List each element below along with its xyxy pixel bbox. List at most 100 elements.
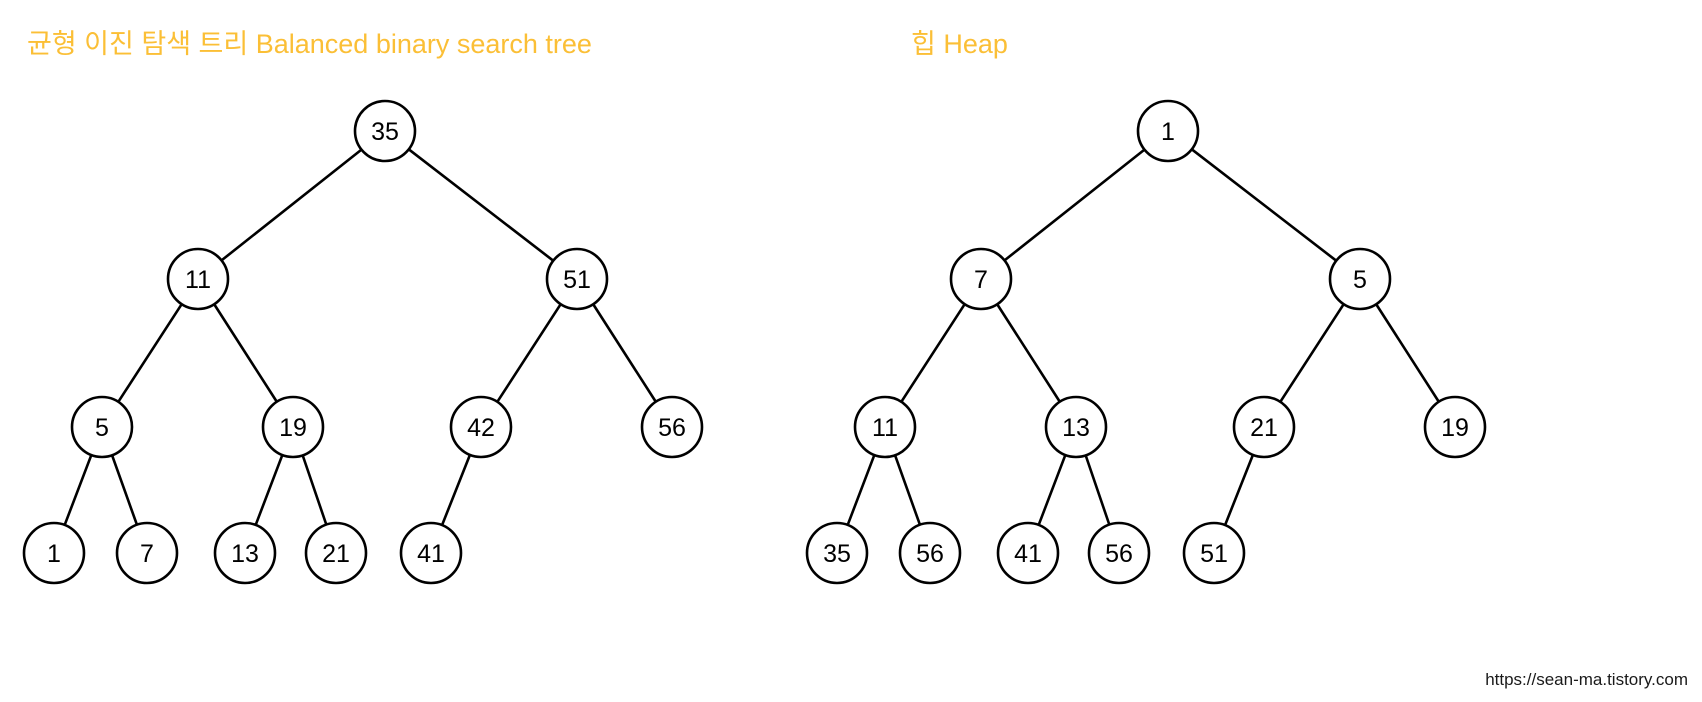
tree-node-circle (1136, 99, 1200, 163)
tree-node-circle (1087, 521, 1151, 585)
tree-node-label: 51 (563, 266, 591, 294)
tree-node-label: 21 (1250, 414, 1278, 442)
tree-edge (117, 302, 183, 404)
tree-node: 1 (1136, 99, 1200, 163)
tree-edge (893, 453, 922, 527)
tree-node-circle (166, 247, 230, 311)
tree-node-circle (996, 521, 1060, 585)
tree-node-circle (115, 521, 179, 585)
tree-node-circle (213, 521, 277, 585)
tree-node-label: 56 (658, 414, 686, 442)
tree-node-label: 19 (1441, 414, 1469, 442)
tree-node: 19 (1423, 395, 1487, 459)
tree-node-label: 41 (1014, 540, 1042, 568)
tree-node: 41 (399, 521, 463, 585)
tree-edge (212, 302, 279, 404)
tree-edge (220, 148, 363, 262)
tree-node-circle (545, 247, 609, 311)
tree-node: 21 (304, 521, 368, 585)
tree-node-label: 21 (322, 540, 350, 568)
panel-title-bst: 균형 이진 탐색 트리 Balanced binary search tree (27, 29, 592, 59)
tree-edge (110, 453, 139, 527)
tree-edge (496, 302, 562, 404)
tree-node-label: 56 (1105, 540, 1133, 568)
tree-node-circle (353, 99, 417, 163)
tree-node: 42 (449, 395, 513, 459)
tree-node-circle (1232, 395, 1296, 459)
tree-node-circle (70, 395, 134, 459)
tree-edge (407, 148, 555, 262)
tree-edge (1084, 454, 1111, 526)
tree-edge (254, 453, 284, 527)
tree-edge (1003, 148, 1146, 262)
tree-node: 13 (213, 521, 277, 585)
tree-node: 19 (261, 395, 325, 459)
tree-node: 35 (353, 99, 417, 163)
tree-node-label: 7 (974, 266, 988, 294)
tree-nodes-group: 35 11 51 5 19 42 56 1 7 13 21 41 1 7 5 11 13 21 19 35 56 41 56… (22, 99, 1487, 585)
tree-node-label: 56 (916, 540, 944, 568)
tree-edge (301, 454, 328, 526)
tree-node: 7 (949, 247, 1013, 311)
tree-node: 7 (115, 521, 179, 585)
tree-node-label: 11 (872, 414, 898, 442)
tree-node-circle (261, 395, 325, 459)
tree-node-label: 5 (95, 414, 109, 442)
tree-node: 1 (22, 521, 86, 585)
tree-edge (1190, 148, 1338, 262)
source-watermark: https://sean-ma.tistory.com (1485, 670, 1688, 689)
tree-node: 5 (1328, 247, 1392, 311)
tree-node: 11 (853, 395, 917, 459)
tree-node-circle (449, 395, 513, 459)
tree-node-circle (399, 521, 463, 585)
tree-node: 56 (640, 395, 704, 459)
tree-node-label: 7 (140, 540, 154, 568)
tree-node-circle (1182, 521, 1246, 585)
tree-node-label: 11 (185, 266, 211, 294)
tree-edge (1279, 302, 1345, 404)
tree-node: 11 (166, 247, 230, 311)
tree-edge (900, 302, 966, 404)
tree-node-label: 1 (47, 540, 61, 568)
tree-node: 41 (996, 521, 1060, 585)
tree-node-label: 35 (371, 118, 399, 146)
tree-node: 13 (1044, 395, 1108, 459)
tree-node-label: 13 (231, 540, 259, 568)
tree-edge (1374, 302, 1441, 404)
panel-title-heap: 힙 Heap (911, 29, 1008, 59)
tree-node-circle (1328, 247, 1392, 311)
tree-edge (1037, 453, 1067, 527)
tree-node-circle (1423, 395, 1487, 459)
tree-node-label: 42 (467, 414, 495, 442)
tree-edge (63, 453, 93, 527)
tree-edges-group (63, 148, 1441, 527)
tree-edge (1223, 453, 1255, 527)
tree-node-label: 41 (417, 540, 445, 568)
tree-node-label: 1 (1161, 118, 1175, 146)
tree-node: 5 (70, 395, 134, 459)
tree-node-label: 13 (1062, 414, 1090, 442)
tree-node-label: 35 (823, 540, 851, 568)
tree-node-label: 5 (1353, 266, 1367, 294)
tree-node-circle (304, 521, 368, 585)
tree-node-circle (22, 521, 86, 585)
tree-node-circle (805, 521, 869, 585)
tree-node-label: 19 (279, 414, 307, 442)
tree-node-circle (898, 521, 962, 585)
tree-node: 35 (805, 521, 869, 585)
tree-edge (440, 453, 472, 527)
tree-node: 51 (545, 247, 609, 311)
tree-node: 51 (1182, 521, 1246, 585)
tree-edge (846, 453, 876, 527)
tree-node-circle (853, 395, 917, 459)
tree-edge (995, 302, 1062, 404)
tree-edge (591, 302, 658, 404)
tree-node-circle (640, 395, 704, 459)
tree-node: 21 (1232, 395, 1296, 459)
tree-node: 56 (898, 521, 962, 585)
tree-node: 56 (1087, 521, 1151, 585)
tree-node-label: 51 (1200, 540, 1228, 568)
tree-node-circle (1044, 395, 1108, 459)
